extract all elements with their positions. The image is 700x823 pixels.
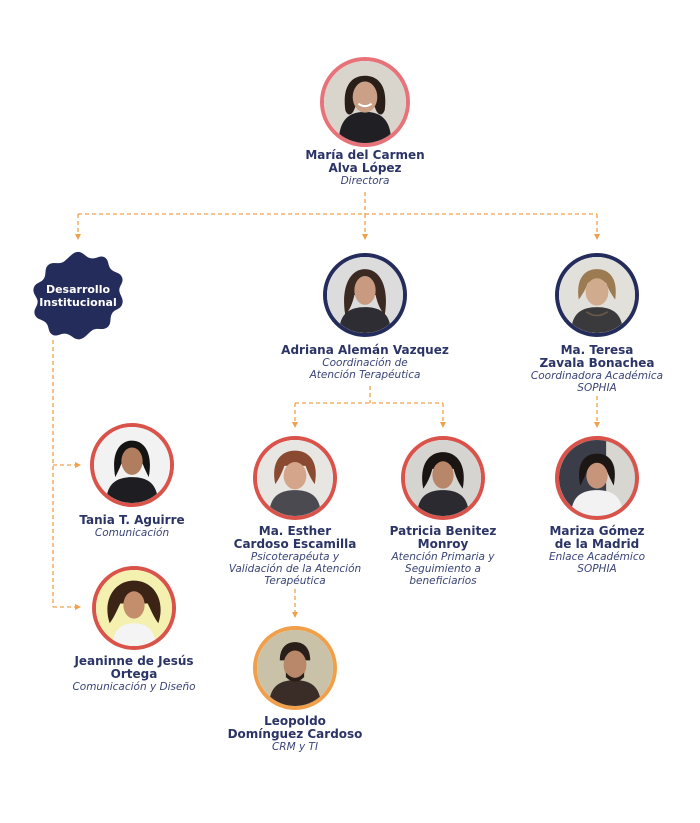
leopoldo-role: CRM y TI xyxy=(271,741,319,753)
mariza-photo xyxy=(555,436,639,520)
arrow-leopoldo xyxy=(292,612,298,618)
arrow-jeaninne xyxy=(75,604,81,610)
patricia-card: Patricia Benitez Monroy Atención Primari… xyxy=(363,524,523,588)
mariza-card: Mariza Gómez de la Madrid Enlace Académi… xyxy=(517,524,677,576)
adriana-photo xyxy=(323,253,407,337)
leopoldo-photo xyxy=(253,626,337,710)
esther-role: Psicoterapéuta y Validación de la Atenci… xyxy=(228,551,362,587)
jeaninne-role: Comunicación y Diseño xyxy=(72,681,196,693)
mariza-name: Mariza Gómez de la Madrid xyxy=(549,524,645,551)
patricia-role: Atención Primaria y Seguimiento a benefi… xyxy=(391,551,495,587)
jeaninne-card: Jeaninne de Jesús Ortega Comunicación y … xyxy=(44,654,224,694)
badge-shape xyxy=(33,251,123,340)
esther-card: Ma. Esther Cardoso Escamilla Psicoterapé… xyxy=(205,524,385,588)
teresa-name: Ma. Teresa Zavala Bonachea xyxy=(539,343,655,370)
leopoldo-name: Leopoldo Domínguez Cardoso xyxy=(227,714,363,741)
teresa-photo xyxy=(555,253,639,337)
desarrollo-institucional-badge: Desarrollo Institucional xyxy=(32,250,124,342)
esther-name: Ma. Esther Cardoso Escamilla xyxy=(233,524,357,551)
arrow-desarrollo xyxy=(75,234,81,240)
director-name: María del Carmen Alva López xyxy=(305,148,425,175)
director-card: María del Carmen Alva López Directora xyxy=(255,148,475,188)
jeaninne-name: Jeaninne de Jesús Ortega xyxy=(74,654,194,681)
arrow-adriana xyxy=(362,234,368,240)
teresa-card: Ma. Teresa Zavala Bonachea Coordinadora … xyxy=(507,343,687,395)
teresa-role: Coordinadora Académica SOPHIA xyxy=(530,370,664,394)
leopoldo-card: Leopoldo Domínguez Cardoso CRM y TI xyxy=(205,714,385,754)
arrow-esther xyxy=(292,422,298,428)
jeaninne-photo xyxy=(92,566,176,650)
adriana-role: Coordinación de Atención Terapéutica xyxy=(309,357,421,381)
badge-label: Desarrollo Institucional xyxy=(39,283,117,309)
patricia-name: Patricia Benitez Monroy xyxy=(389,524,497,551)
arrow-teresa xyxy=(594,234,600,240)
tania-role: Comunicación xyxy=(94,527,170,539)
arrow-tania xyxy=(75,462,81,468)
arrow-patricia xyxy=(440,422,446,428)
tania-name: Tania T. Aguirre xyxy=(79,513,185,527)
mariza-role: Enlace Académico SOPHIA xyxy=(548,551,646,575)
adriana-name: Adriana Alemán Vazquez xyxy=(281,343,449,357)
esther-photo xyxy=(253,436,337,520)
tania-photo xyxy=(90,423,174,507)
arrow-mariza xyxy=(594,422,600,428)
adriana-card: Adriana Alemán Vazquez Coordinación de A… xyxy=(255,343,475,382)
tania-card: Tania T. Aguirre Comunicación xyxy=(62,513,202,540)
director-role: Directora xyxy=(340,175,390,187)
patricia-photo xyxy=(401,436,485,520)
director-photo xyxy=(320,57,410,147)
